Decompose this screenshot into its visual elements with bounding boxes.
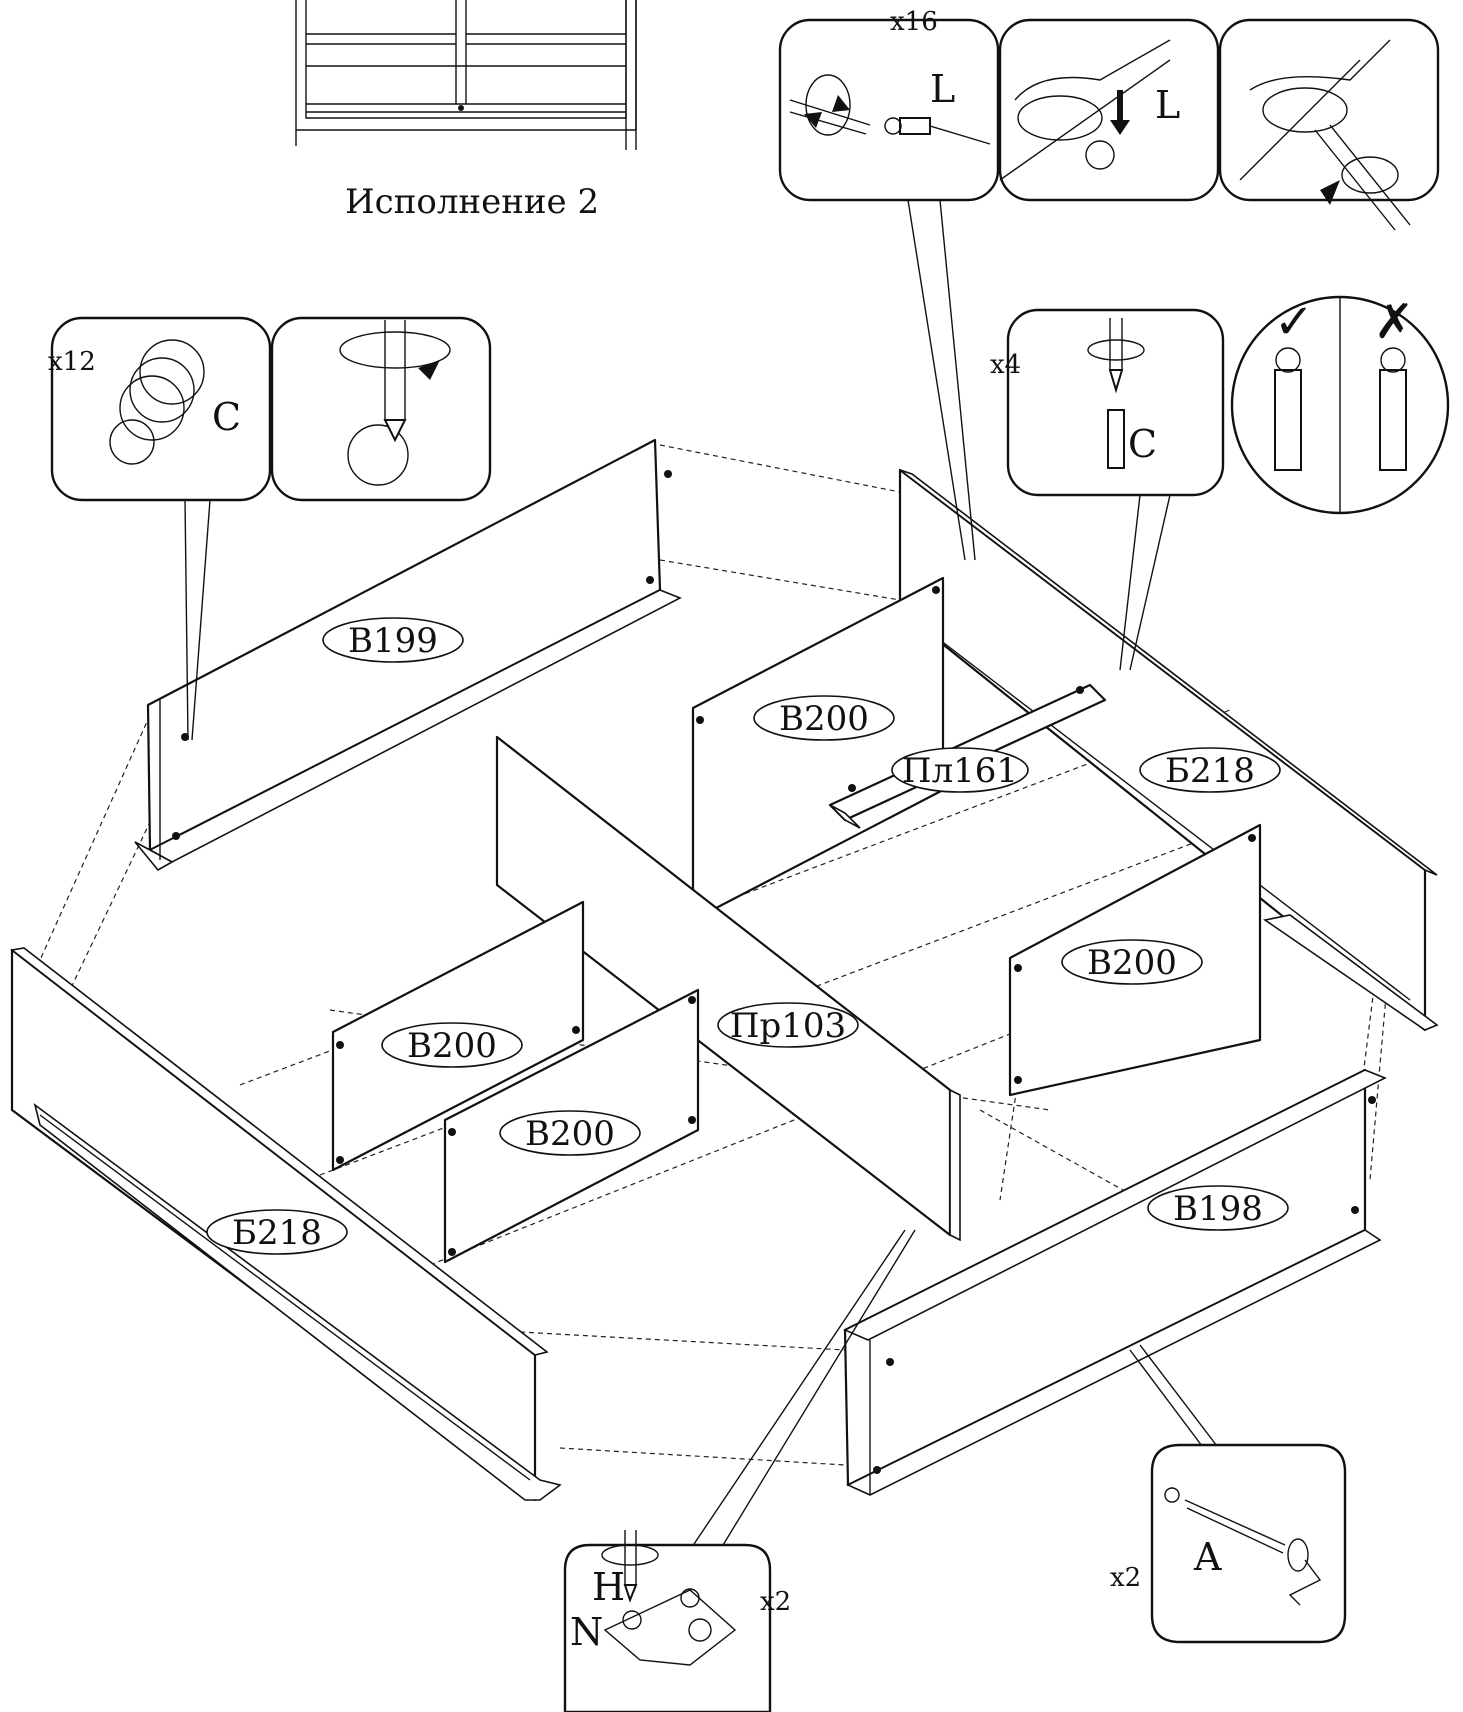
part-label-b218-left: Б218 (232, 1213, 322, 1253)
quantity-x2-hinge: x2 (760, 1587, 791, 1617)
part-label-oval (499, 1110, 641, 1156)
part-label-pl161: Пл161 (902, 751, 1018, 791)
part-label-v200-left: В200 (407, 1026, 497, 1066)
letter-a: A (1193, 1535, 1222, 1579)
part-label-v199: В199 (348, 621, 438, 661)
quantity-x4: x4 (990, 350, 1021, 380)
part-label-v200-front: В200 (525, 1114, 615, 1154)
letter-l-2: L (1155, 83, 1180, 127)
part-label-v198: В198 (1173, 1189, 1263, 1229)
quantity-x12: x12 (48, 347, 96, 377)
panel-v198 (843, 1068, 1387, 1496)
letter-c-eccentric: C (212, 395, 241, 439)
part-label-oval (753, 695, 895, 741)
callout-hinge-hn (563, 1229, 916, 1712)
variant-caption: Исполнение 2 (345, 182, 599, 222)
callout-screw-a (1129, 1344, 1347, 1644)
letter-h: H (592, 1565, 625, 1609)
panel-v200-top (691, 576, 945, 922)
cross-icon: ✗ (1374, 294, 1414, 350)
letter-l-1: L (930, 67, 955, 111)
part-label-b218-right: Б218 (1165, 751, 1255, 791)
part-label-oval (322, 617, 464, 663)
callout-dowel-c (1006, 295, 1450, 671)
part-label-oval (1147, 1185, 1289, 1231)
part-label-v200-right: В200 (1087, 943, 1177, 983)
letter-n: N (570, 1610, 603, 1654)
callout-eccentric-c (50, 316, 492, 741)
quantity-x2-screw: x2 (1110, 1563, 1141, 1593)
part-label-oval (381, 1022, 523, 1068)
part-label-oval (1139, 747, 1281, 793)
part-label-pr103: Пр103 (730, 1006, 846, 1046)
panel-b218-right (898, 468, 1439, 1032)
letter-c-dowel: C (1128, 422, 1157, 466)
part-label-oval (891, 747, 1029, 793)
callout-confirmat-l (778, 18, 1440, 561)
panel-pr103 (495, 735, 961, 1242)
part-label-v200-top: В200 (779, 699, 869, 739)
part-label-oval (717, 1002, 859, 1048)
cabinet-thumbnail (295, 0, 637, 150)
part-label-oval (1061, 939, 1203, 985)
check-icon: ✓ (1274, 294, 1314, 350)
quantity-x16: x16 (890, 7, 938, 37)
part-label-oval (206, 1209, 348, 1255)
